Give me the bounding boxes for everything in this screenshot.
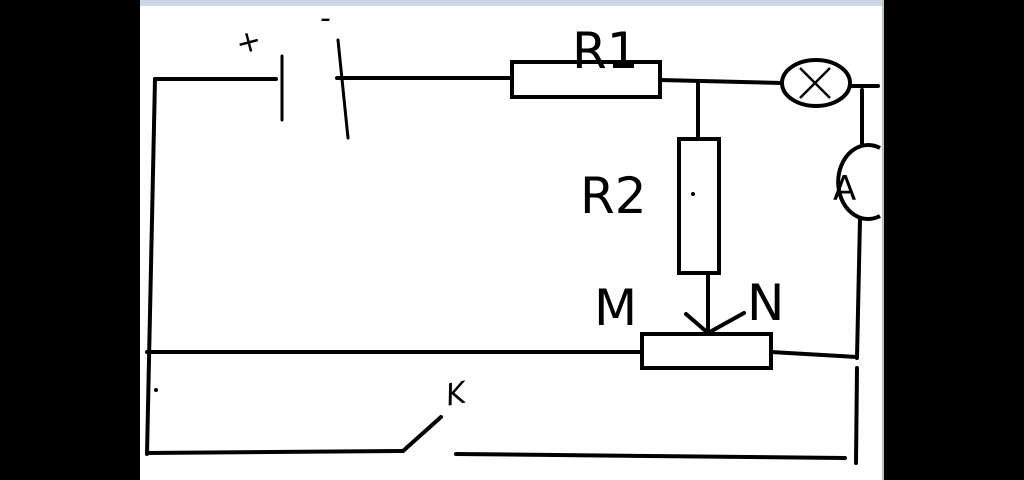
wire-right-lower <box>854 366 859 465</box>
wire-right <box>855 217 862 360</box>
wire-top-right <box>658 78 784 85</box>
rheostat-slider <box>684 311 746 335</box>
ammeter-icon: A <box>833 143 881 221</box>
r1-label: R1 <box>572 22 639 80</box>
r2-dot <box>691 192 695 196</box>
wire-middle-right <box>769 350 859 359</box>
r2-label: R2 <box>580 167 647 225</box>
resistor-r2-icon <box>677 137 721 275</box>
battery-minus-label: - <box>320 1 331 36</box>
switch-icon <box>401 415 443 453</box>
lamp-icon <box>780 58 852 108</box>
m-label: M <box>594 279 637 337</box>
stray-dot <box>154 388 158 392</box>
wire-left <box>145 77 157 456</box>
resistor-icon <box>510 60 662 99</box>
wire-bottom-left <box>145 449 405 455</box>
wire-bottom-right <box>454 452 847 460</box>
top-strip <box>140 0 883 6</box>
rheostat-icon <box>640 332 773 370</box>
ammeter-label: A <box>833 169 856 209</box>
battery-icon <box>280 38 350 140</box>
n-label: N <box>747 274 784 332</box>
